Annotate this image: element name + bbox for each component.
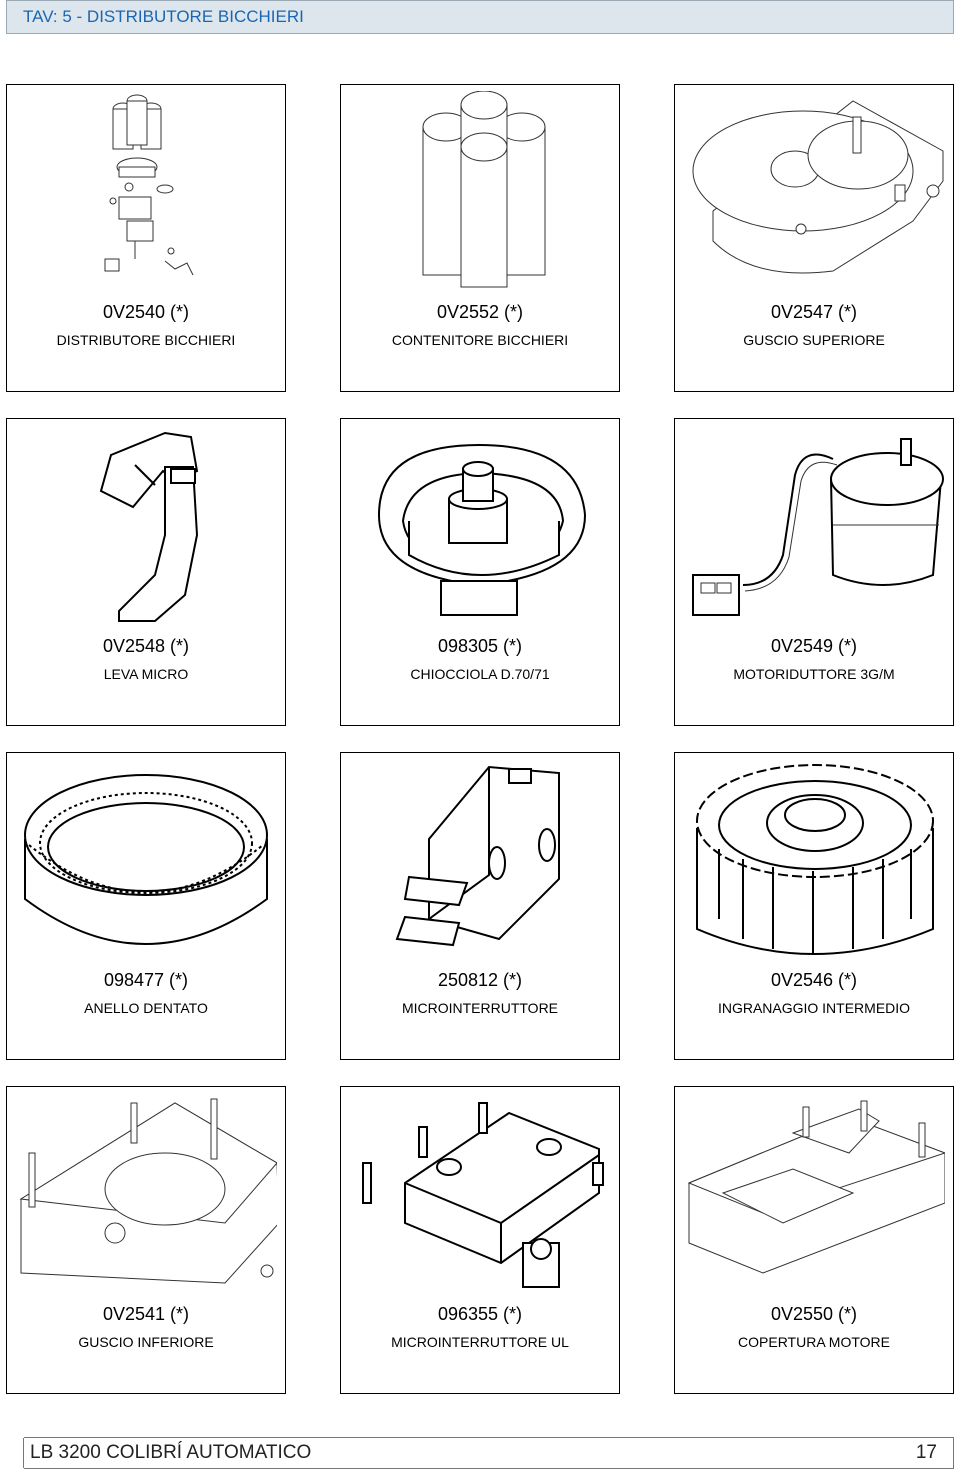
part-card-0v2541: 0V2541 (*) GUSCIO INFERIORE (6, 1086, 286, 1394)
part-card-096355: 096355 (*) MICROINTERRUTTORE UL (340, 1086, 620, 1394)
part-code: 0V2546 (*) (770, 970, 858, 990)
cup-dispenser-assembly-icon (15, 91, 277, 291)
footer-divider (23, 1438, 24, 1468)
part-card-0v2550: 0V2550 (*) COPERTURA MOTORE (674, 1086, 954, 1394)
part-card-0v2548: 0V2548 (*) LEVA MICRO (6, 418, 286, 726)
part-card-0v2547: 0V2547 (*) GUSCIO SUPERIORE (674, 84, 954, 392)
footer-title: LB 3200 COLIBRÍ AUTOMATICO (30, 1442, 312, 1463)
motor-cover-icon (683, 1093, 945, 1293)
part-card-0v2546: 0V2546 (*) INGRANAGGIO INTERMEDIO (674, 752, 954, 1060)
part-card-098305: 098305 (*) CHIOCCIOLA D.70/71 (340, 418, 620, 726)
part-name: LEVA MICRO (103, 666, 189, 682)
part-code: 0V2552 (*) (436, 302, 524, 322)
part-name: CHIOCCIOLA D.70/71 (410, 666, 550, 682)
part-card-0v2549: 0V2549 (*) MOTORIDUTTORE 3G/M (674, 418, 954, 726)
cup-container-tubes-icon (349, 91, 611, 291)
part-name: COPERTURA MOTORE (738, 1334, 890, 1350)
part-name: MICROINTERRUTTORE UL (391, 1334, 569, 1350)
part-code: 0V2548 (*) (102, 636, 190, 656)
part-name: DISTRIBUTORE BICCHIERI (56, 332, 236, 348)
part-card-0v2540: 0V2540 (*) DISTRIBUTORE BICCHIERI (6, 84, 286, 392)
page-number: 17 (915, 1442, 937, 1463)
part-name: CONTENITORE BICCHIERI (391, 332, 569, 348)
spiral-cam-icon (349, 425, 611, 625)
part-code: 0V2549 (*) (770, 636, 858, 656)
part-name: GUSCIO SUPERIORE (743, 332, 885, 348)
part-name: INGRANAGGIO INTERMEDIO (717, 1000, 911, 1016)
part-code: 0V2547 (*) (770, 302, 858, 322)
microswitch-icon (349, 759, 611, 959)
intermediate-gear-icon (683, 759, 945, 959)
part-name: MICROINTERRUTTORE (401, 1000, 559, 1016)
part-name: GUSCIO INFERIORE (78, 1334, 214, 1350)
microswitch-roller-icon (349, 1093, 611, 1293)
part-code: 098305 (*) (437, 636, 523, 656)
part-card-0v2552: 0V2552 (*) CONTENITORE BICCHIERI (340, 84, 620, 392)
part-code: 0V2540 (*) (102, 302, 190, 322)
gear-motor-icon (683, 425, 945, 625)
upper-shell-icon (683, 91, 945, 291)
page-header: TAV: 5 - DISTRIBUTORE BICCHIERI (6, 0, 954, 34)
part-code: 0V2550 (*) (770, 1304, 858, 1324)
part-code: 098477 (*) (103, 970, 189, 990)
lower-shell-icon (15, 1093, 277, 1293)
part-code: 250812 (*) (437, 970, 523, 990)
part-card-250812: 250812 (*) MICROINTERRUTTORE (340, 752, 620, 1060)
part-card-098477: 098477 (*) ANELLO DENTATO (6, 752, 286, 1060)
page-title: TAV: 5 - DISTRIBUTORE BICCHIERI (23, 7, 304, 26)
part-name: ANELLO DENTATO (84, 1000, 208, 1016)
part-code: 0V2541 (*) (102, 1304, 190, 1324)
toothed-ring-icon (15, 759, 277, 959)
page-footer: LB 3200 COLIBRÍ AUTOMATICO 17 (23, 1437, 954, 1469)
part-name: MOTORIDUTTORE 3G/M (733, 666, 895, 682)
micro-lever-icon (15, 425, 277, 625)
part-code: 096355 (*) (437, 1304, 523, 1324)
